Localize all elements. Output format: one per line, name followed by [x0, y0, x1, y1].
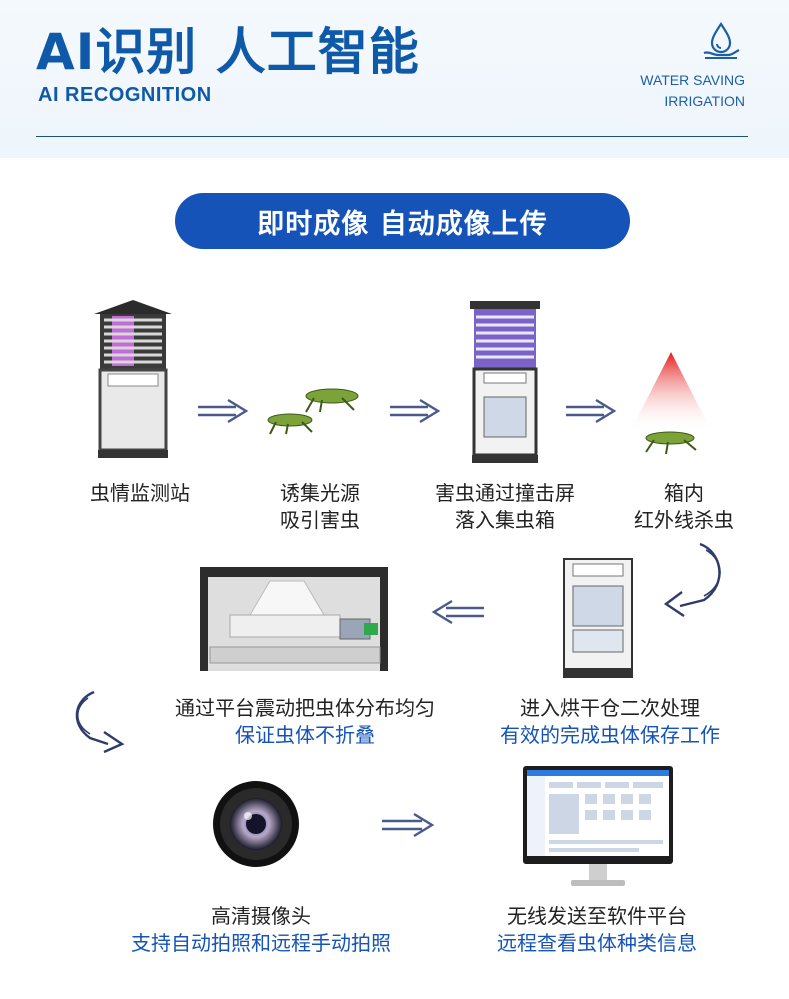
camera-lens-illustration: [213, 781, 299, 867]
step-label-drying: 进入烘干仓二次处理 有效的完成虫体保存工作: [470, 695, 750, 749]
brand-line-1: WATER SAVING: [640, 72, 745, 88]
curved-arrow-down-left: [663, 542, 721, 617]
step-label-impact-screen: 害虫通过撞击屏 落入集虫箱: [410, 480, 600, 534]
vibration-platform-illustration: [200, 567, 388, 671]
brand-line-2: IRRIGATION: [664, 93, 745, 109]
arrow-right-4: [382, 812, 435, 838]
page-subtitle: AI RECOGNITION: [38, 84, 212, 106]
step-line: 高清摄像头: [211, 904, 311, 928]
step-label-station: 虫情监测站: [80, 480, 200, 507]
arrow-right-3: [566, 398, 617, 424]
arrow-right-1: [198, 398, 249, 424]
step-line: 无线发送至软件平台: [507, 904, 687, 928]
step-line: 保证虫体不折叠: [235, 723, 375, 747]
curved-arrow-down-right: [75, 690, 125, 754]
grasshoppers-illustration: [267, 388, 359, 435]
step-line: 红外线杀虫: [634, 508, 734, 532]
step-line: 吸引害虫: [280, 508, 360, 532]
step-line: 箱内: [664, 481, 704, 505]
page-title: AI识别 人工智能: [36, 23, 420, 81]
step-line: 有效的完成虫体保存工作: [500, 723, 720, 747]
monitoring-station-illustration: [94, 300, 172, 458]
step-line: 落入集虫箱: [455, 508, 555, 532]
step-line: 通过平台震动把虫体分布均匀: [175, 696, 435, 720]
header: AI识别 人工智能 AI RECOGNITION WATER SAVING IR…: [0, 0, 789, 158]
step-label-wireless: 无线发送至软件平台 远程查看虫体种类信息: [462, 903, 732, 957]
step-line: 害虫通过撞击屏: [435, 481, 575, 505]
step-label-light-source: 诱集光源 吸引害虫: [255, 480, 385, 534]
step-line: 支持自动拍照和远程手动拍照: [131, 931, 391, 955]
header-divider: [36, 136, 748, 137]
step-line: 进入烘干仓二次处理: [520, 696, 700, 720]
software-platform-monitor: [523, 766, 673, 886]
open-device-illustration: [470, 301, 540, 463]
brand-text: WATER SAVING IRRIGATION: [640, 70, 745, 112]
step-line: 虫情监测站: [90, 481, 190, 505]
arrow-right-2: [390, 398, 441, 424]
arrow-left-1: [431, 599, 484, 625]
step-line: 远程查看虫体种类信息: [497, 931, 697, 955]
infrared-kill-illustration: [630, 352, 712, 455]
banner-pill: 即时成像 自动成像上传: [175, 193, 630, 249]
water-drop-hand-icon: [703, 22, 740, 59]
step-label-camera: 高清摄像头 支持自动拍照和远程手动拍照: [96, 903, 426, 957]
step-label-infrared: 箱内 红外线杀虫: [614, 480, 754, 534]
drying-chamber-illustration: [563, 558, 633, 678]
step-label-vibration: 通过平台震动把虫体分布均匀 保证虫体不折叠: [140, 695, 470, 749]
step-line: 诱集光源: [280, 481, 360, 505]
